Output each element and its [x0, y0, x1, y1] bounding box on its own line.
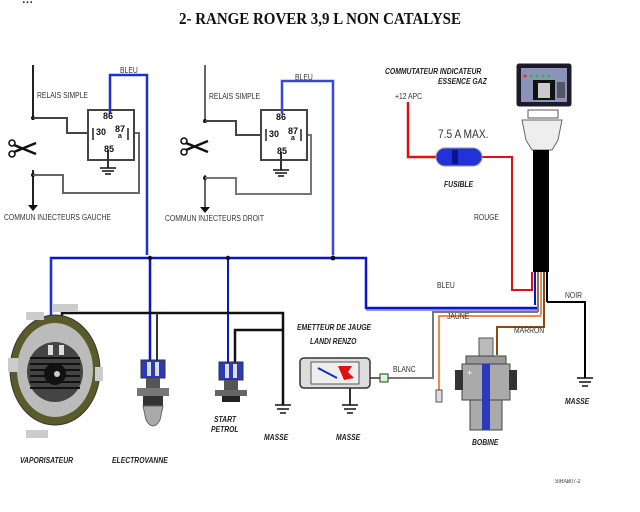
cropped-text-line: …	[22, 0, 622, 4]
coil-label: BOBINE	[472, 438, 499, 447]
yellow-wire-connector	[435, 389, 443, 403]
relay-right-wire-label: BLEU	[295, 73, 313, 82]
red-wire-supply	[406, 102, 436, 159]
fuse-label: FUSIBLE	[444, 180, 474, 189]
relay-right-pin-87a: a	[291, 135, 295, 142]
vaporizer-label: VAPORISATEUR	[20, 456, 74, 465]
scissors-icon	[180, 137, 209, 156]
relay-left-pin-30: 30	[96, 127, 107, 137]
ignition-coil: +	[455, 337, 517, 431]
yellow-wire-label: JAUNE	[447, 312, 470, 321]
relay-left-label: RELAIS SIMPLE	[37, 91, 89, 100]
switch-title-line2: ESSENCE GAZ	[438, 77, 487, 86]
black-wire	[547, 301, 586, 378]
switch-title-line1: COMMUTATEUR INDICATEUR	[385, 67, 482, 76]
supply-label: +12 APC	[395, 92, 423, 101]
connector-housing	[521, 119, 563, 151]
white-wire	[388, 311, 538, 379]
relay-right-box	[260, 109, 308, 161]
arrow-down-icon	[200, 207, 210, 213]
fuse-rating: 7.5 A MAX.	[438, 127, 489, 141]
relay-right-blue-wire	[280, 79, 335, 255]
reference-code: SIRAB07-2	[555, 479, 581, 485]
relay-right-pin-30: 30	[269, 129, 280, 139]
svg-text:+: +	[467, 368, 472, 378]
relay-left-pin-87: 87	[115, 124, 126, 134]
relay-right-pin-86: 86	[276, 112, 287, 122]
arrow-down-icon	[28, 205, 38, 211]
relay-right-pin-85: 85	[277, 146, 288, 156]
gauge-emitter	[299, 357, 389, 414]
relay-left-pin-87a: a	[118, 133, 122, 140]
white-wire-label: BLANC	[393, 365, 416, 374]
vaporizer	[8, 304, 103, 438]
black-wire-label: NOIR	[565, 291, 582, 300]
electrovanne-label: ELECTROVANNE	[112, 456, 168, 465]
brown-wire	[496, 316, 545, 355]
start-petrol-label-line2: PETROL	[211, 425, 239, 434]
injector-right-label: COMMUN INJECTEURS DROIT	[165, 214, 264, 223]
yellow-wire	[438, 315, 541, 390]
relay-left-pin30-wire	[33, 117, 92, 134]
ground-label-3: MASSE	[565, 397, 590, 406]
relay-left-blue-wire	[108, 73, 149, 255]
start-petrol-label-line1: START	[214, 415, 237, 424]
relay-right-pin30-wire	[205, 120, 262, 136]
blue-bus	[49, 255, 538, 362]
relay-left-pin87-wire	[33, 132, 140, 194]
blue-wire-label: BLEU	[437, 281, 455, 290]
relay-right-label: RELAIS SIMPLE	[209, 92, 261, 101]
relay-right-pin87-wire	[205, 134, 312, 195]
injector-left-label: COMMUN INJECTEURS GAUCHE	[4, 213, 111, 222]
gauge-label-line2: LANDI RENZO	[310, 337, 357, 346]
electrovanne	[137, 359, 169, 427]
relay-left-group	[8, 65, 149, 255]
red-wire-fuse-out	[482, 156, 533, 291]
page-title: 2- RANGE ROVER 3,9 L NON CATALYSE	[179, 9, 461, 28]
ground-label-1: MASSE	[264, 433, 289, 442]
relay-left-pin-85: 85	[104, 144, 115, 154]
gauge-label-line1: EMETTEUR DE JAUGE	[297, 323, 372, 332]
relay-left-pin-86: 86	[103, 111, 114, 121]
ground-label-2: MASSE	[336, 433, 361, 442]
fuse	[435, 147, 483, 167]
connector-pins	[527, 109, 559, 119]
brown-wire-label: MARRON	[514, 326, 545, 335]
scissors-icon	[8, 139, 37, 158]
relay-left-box	[87, 109, 135, 161]
start-petrol-valve	[215, 361, 247, 402]
switch-harness	[388, 63, 593, 403]
red-wire-label: ROUGE	[474, 213, 499, 222]
relay-right-group	[180, 65, 335, 255]
relay-right-pin-87: 87	[288, 126, 299, 136]
harness-cable	[533, 150, 549, 272]
relay-left-wire-label: BLEU	[120, 66, 138, 75]
